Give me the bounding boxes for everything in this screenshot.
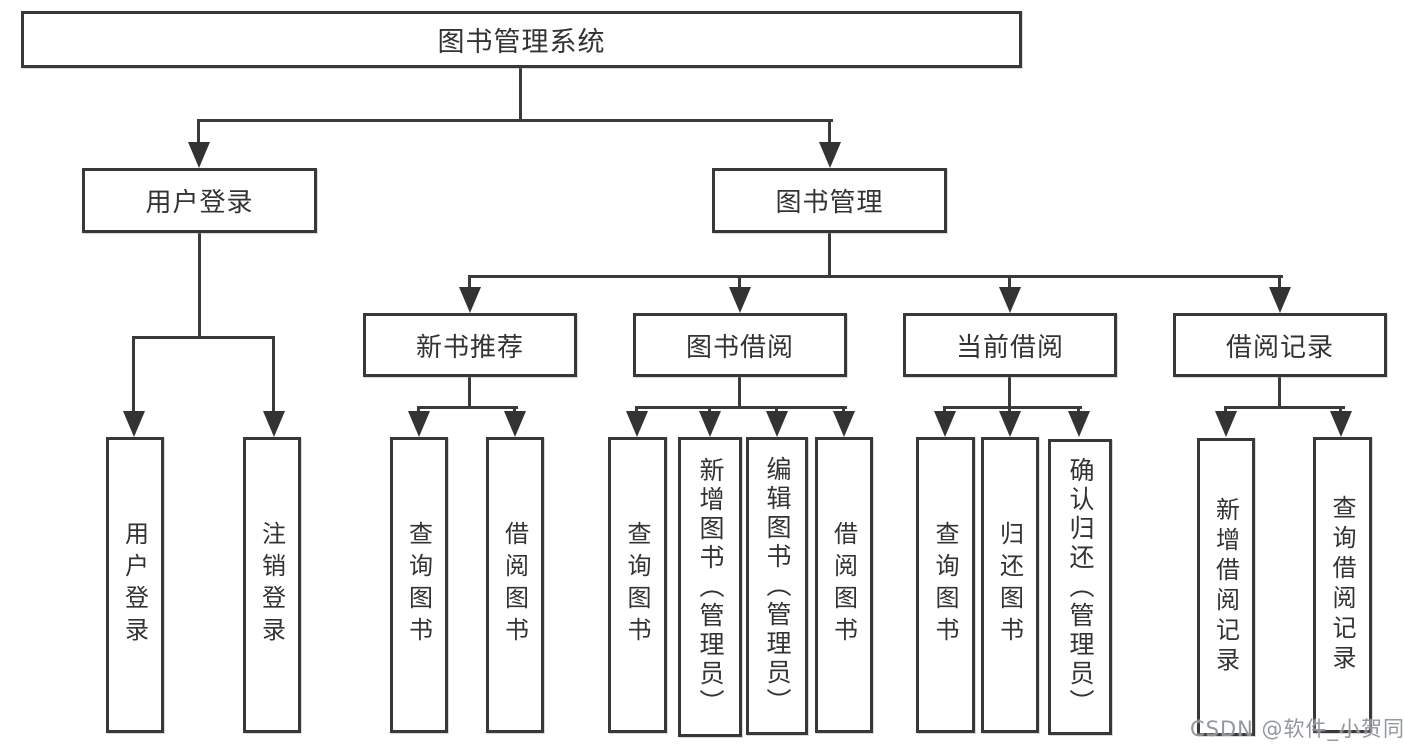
connector-line [272,339,275,412]
node-label: 借阅记录 [1225,332,1334,363]
node-logout-login: 注销登录 [243,437,301,733]
node-label: 图书借阅 [685,332,794,363]
node-label: 编辑图书（管理员） [763,455,792,717]
arrowhead-icon [1268,287,1291,313]
arrowhead-icon [818,142,841,168]
connector-line [1278,377,1281,407]
connector-line [132,339,135,412]
arrowhead-icon [458,287,481,313]
connector-line [738,278,741,289]
node-label: 图书管理系统 [437,27,606,58]
connector-line [468,278,471,289]
connector-line [468,377,471,407]
connector-line [519,68,522,120]
node-user-login: 用户登录 [106,437,164,733]
node-borrow-records: 借阅记录 [1173,313,1387,377]
node-label: 用户登录 [145,188,254,218]
node-label: 新增借阅记录 [1211,497,1240,677]
node-user-login-group: 用户登录 [82,168,317,233]
csdn-watermark: CSDN @软件_小贺同学 [1190,717,1405,741]
node-bb-add-book: 新增图书（管理员） [678,437,742,737]
arrowhead-icon [832,411,855,437]
arrowhead-icon [1067,411,1090,437]
node-book-mgmt: 图书管理 [712,168,947,233]
connector-line [1278,278,1281,289]
node-label: 当前借阅 [955,332,1064,363]
node-label: 新书推荐 [415,332,524,363]
connector-line [197,122,200,144]
node-cb-confirm-return: 确认归还（管理员） [1048,439,1112,735]
node-br-query-record: 查询借阅记录 [1313,437,1372,733]
node-cb-query-book: 查询图书 [916,437,975,733]
node-bb-edit-book: 编辑图书（管理员） [746,437,808,735]
arrowhead-icon [187,142,210,168]
connector-line [828,233,831,276]
arrowhead-icon [262,411,285,437]
connector-line [132,336,275,339]
arrowhead-icon [698,411,721,437]
connector-line [468,275,1283,278]
arrowhead-icon [998,287,1021,313]
arrowhead-icon [765,411,788,437]
node-cb-return-book: 归还图书 [981,437,1039,733]
connector-line [943,406,1082,409]
arrowhead-icon [728,287,751,313]
node-label: 注销登录 [257,521,286,649]
node-label: 确认归还（管理员） [1066,456,1095,718]
connector-line [1224,406,1345,409]
node-nbr-borrow-book: 借阅图书 [486,437,544,733]
arrowhead-icon [933,411,956,437]
arrowhead-icon [1329,411,1352,437]
node-bb-borrow-book: 借阅图书 [815,437,873,733]
node-label: 归还图书 [995,521,1024,649]
node-root: 图书管理系统 [21,11,1022,68]
node-book-borrow: 图书借阅 [633,313,847,377]
arrowhead-icon [1214,411,1237,437]
node-new-book-rec: 新书推荐 [363,313,577,377]
node-br-add-record: 新增借阅记录 [1197,438,1255,736]
node-label: 新增图书（管理员） [696,456,725,718]
node-label: 查询借阅记录 [1328,495,1356,675]
node-label: 用户登录 [120,521,149,649]
node-label: 借阅图书 [829,521,858,649]
connector-line [828,122,831,144]
arrowhead-icon [122,411,145,437]
arrowhead-icon [625,411,648,437]
connector-line [417,406,518,409]
node-bb-query-book: 查询图书 [608,437,667,733]
connector-line [1008,377,1011,407]
arrowhead-icon [998,411,1021,437]
connector-line [1008,278,1011,289]
node-nbr-query-book: 查询图书 [390,437,448,733]
connector-line [198,233,201,337]
node-label: 查询图书 [931,521,959,649]
connector-line [738,377,741,407]
connector-line [197,119,833,122]
connector-line [635,406,847,409]
arrowhead-icon [407,411,430,437]
arrowhead-icon [503,411,526,437]
node-label: 借阅图书 [500,521,529,649]
node-current-borrow: 当前借阅 [903,313,1117,377]
node-label: 查询图书 [404,521,433,649]
node-label: 图书管理 [775,188,884,218]
node-label: 查询图书 [623,521,651,649]
